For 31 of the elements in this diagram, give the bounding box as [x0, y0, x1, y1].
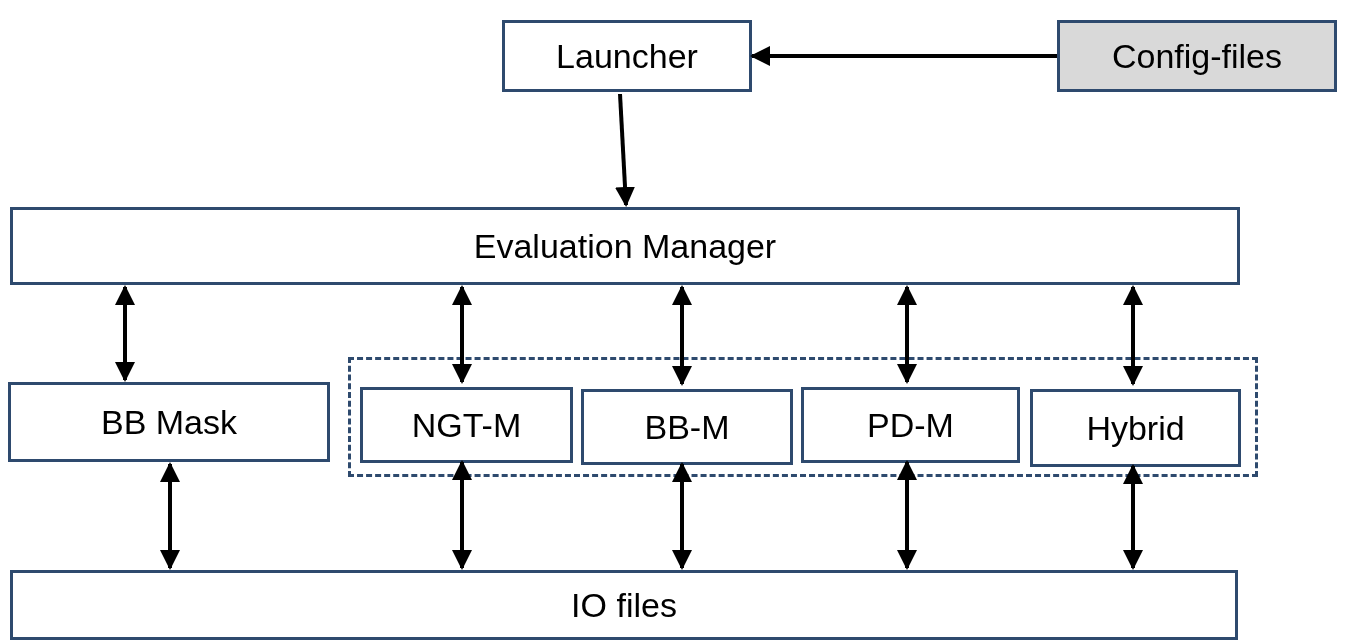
arrow: [897, 285, 917, 384]
box-label: BB Mask: [100, 401, 237, 443]
box-label: Evaluation Manager: [473, 225, 777, 267]
arrow: [672, 462, 692, 570]
box-label: Config-files: [1111, 35, 1283, 77]
box-label: PD-M: [867, 404, 954, 446]
dashed-group-box: [348, 357, 1258, 477]
component-box: [581, 389, 793, 465]
box-label: IO files: [571, 584, 677, 626]
component-box: [502, 20, 752, 92]
component-box: [1057, 20, 1337, 92]
box-label: Launcher: [556, 35, 698, 77]
box-label: Hybrid: [1086, 407, 1185, 449]
box-label: NGT-M: [411, 404, 522, 446]
arrow: [615, 93, 635, 207]
arrow: [115, 285, 135, 382]
arrow: [452, 285, 472, 384]
component-box: [10, 570, 1238, 640]
component-box: [8, 382, 330, 462]
arrow: [897, 460, 917, 570]
component-box: [10, 207, 1240, 285]
arrow: [160, 462, 180, 570]
arrow: [1123, 285, 1143, 386]
arrow: [452, 460, 472, 570]
arrow: [1123, 464, 1143, 570]
component-box: [1030, 389, 1241, 467]
component-box: [801, 387, 1020, 463]
arrow: [672, 285, 692, 386]
arrow: [750, 46, 1057, 66]
box-label: BB-M: [644, 406, 730, 448]
component-box: [360, 387, 573, 463]
